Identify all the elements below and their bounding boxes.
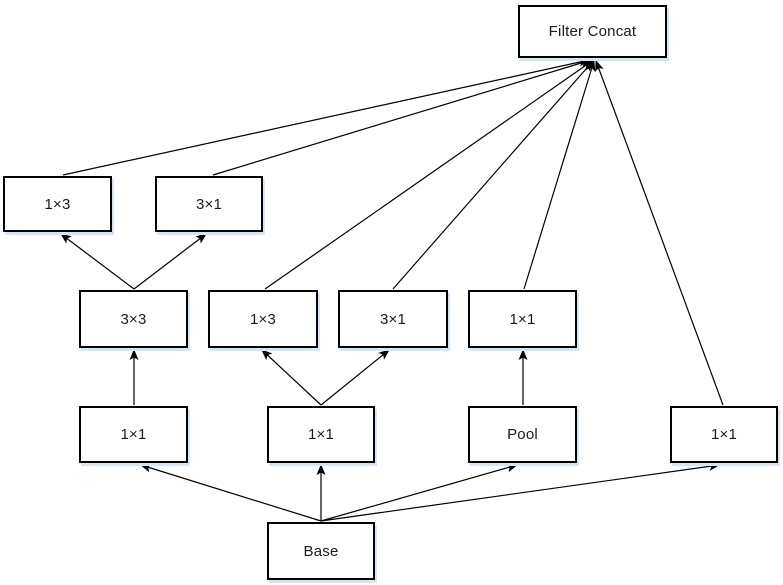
edge-conv-3x3-to-conv-1x3-top	[60, 233, 135, 290]
node-label-conv-1x3-mid: 1×3	[249, 310, 277, 328]
node-label-conv-1x1-left: 1×1	[120, 426, 147, 443]
node-conv-3x3: 3×3	[79, 290, 188, 348]
node-conv-1x1-mid: 1×1	[267, 406, 375, 463]
edge-conv-3x1-top-to-filter-concat	[212, 58, 592, 176]
node-filter-concat: Filter Concat	[518, 5, 667, 58]
node-label-conv-3x1-top: 3×1	[195, 195, 223, 213]
node-conv-3x1-mid: 3×1	[338, 290, 448, 348]
node-conv-1x1-left: 1×1	[79, 406, 188, 463]
node-conv-1x3-top: 1×3	[3, 176, 112, 232]
edge-conv-1x1-right-to-filter-concat	[595, 60, 724, 406]
edge-base-to-conv-1x1-right	[320, 461, 720, 522]
node-pool: Pool	[468, 406, 577, 463]
node-label-conv-1x1-after-pool: 1×1	[509, 310, 536, 328]
node-label-base: Base	[303, 542, 339, 560]
node-conv-1x1-after-pool: 1×1	[468, 290, 577, 348]
edge-base-to-conv-1x1-left	[140, 463, 322, 522]
node-conv-1x3-mid: 1×3	[208, 290, 318, 348]
edge-base-to-pool	[320, 463, 518, 522]
node-label-conv-3x3: 3×3	[120, 310, 147, 328]
edge-conv-1x3-mid-to-filter-concat	[264, 60, 593, 290]
node-label-filter-concat: Filter Concat	[548, 23, 637, 40]
node-conv-1x1-right: 1×1	[670, 406, 778, 463]
node-label-conv-1x3-top: 1×3	[44, 195, 71, 213]
edge-conv-1x1-after-pool-to-filter-concat	[523, 60, 596, 290]
edge-conv-3x1-mid-to-filter-concat	[392, 60, 594, 290]
edge-conv-1x1-mid-to-conv-1x3-mid	[261, 349, 322, 406]
node-label-conv-1x1-right: 1×1	[710, 426, 738, 443]
node-label-conv-3x1-mid: 3×1	[379, 310, 407, 328]
edge-conv-1x3-top-to-filter-concat	[62, 57, 590, 176]
edge-conv-3x3-to-conv-3x1-top	[133, 233, 207, 290]
node-conv-3x1-top: 3×1	[155, 176, 263, 232]
edge-conv-1x1-mid-to-conv-3x1-mid	[320, 349, 390, 406]
node-base: Base	[267, 522, 375, 580]
node-label-conv-1x1-mid: 1×1	[307, 426, 335, 443]
node-label-pool: Pool	[507, 426, 538, 443]
